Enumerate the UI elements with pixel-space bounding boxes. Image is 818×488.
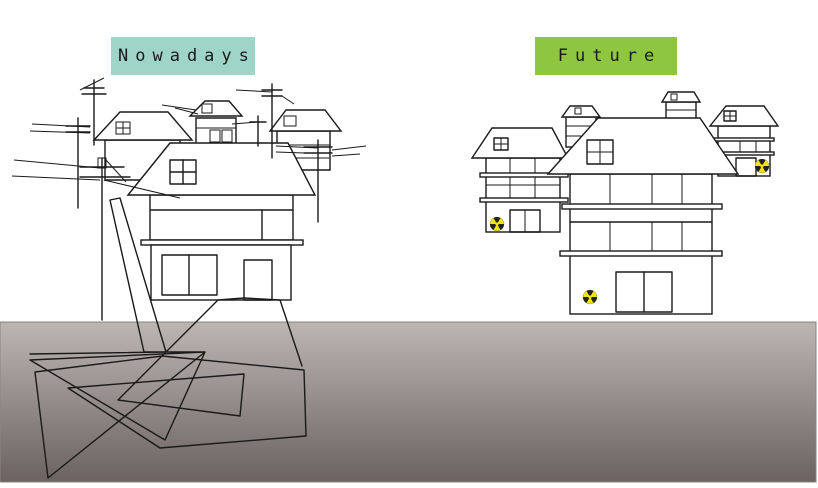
radiation-symbol-icon	[582, 289, 598, 305]
future-house-main	[546, 117, 740, 315]
background-house	[92, 111, 194, 181]
power-lines	[11, 77, 367, 199]
utility-pole-icon	[79, 157, 131, 321]
future-house-back	[660, 91, 702, 121]
radiation-symbol-icon	[489, 216, 505, 232]
main-house	[126, 142, 317, 301]
underground-wiring	[29, 197, 307, 479]
utility-pole-icon	[65, 117, 91, 209]
future-house-left	[470, 127, 570, 233]
nowadays-scene	[11, 77, 367, 479]
future-house-right	[708, 105, 780, 177]
utility-pole-icon	[249, 115, 267, 147]
utility-pole-icon	[261, 83, 283, 159]
radiation-symbol-icon	[754, 158, 770, 174]
future-label: Future	[535, 37, 677, 75]
nowadays-label: Nowadays	[111, 37, 255, 75]
utility-pole-icon	[303, 139, 333, 223]
utility-pole-icon	[81, 79, 107, 146]
future-scene	[470, 91, 780, 315]
ground	[0, 321, 817, 483]
background-house	[188, 100, 244, 146]
